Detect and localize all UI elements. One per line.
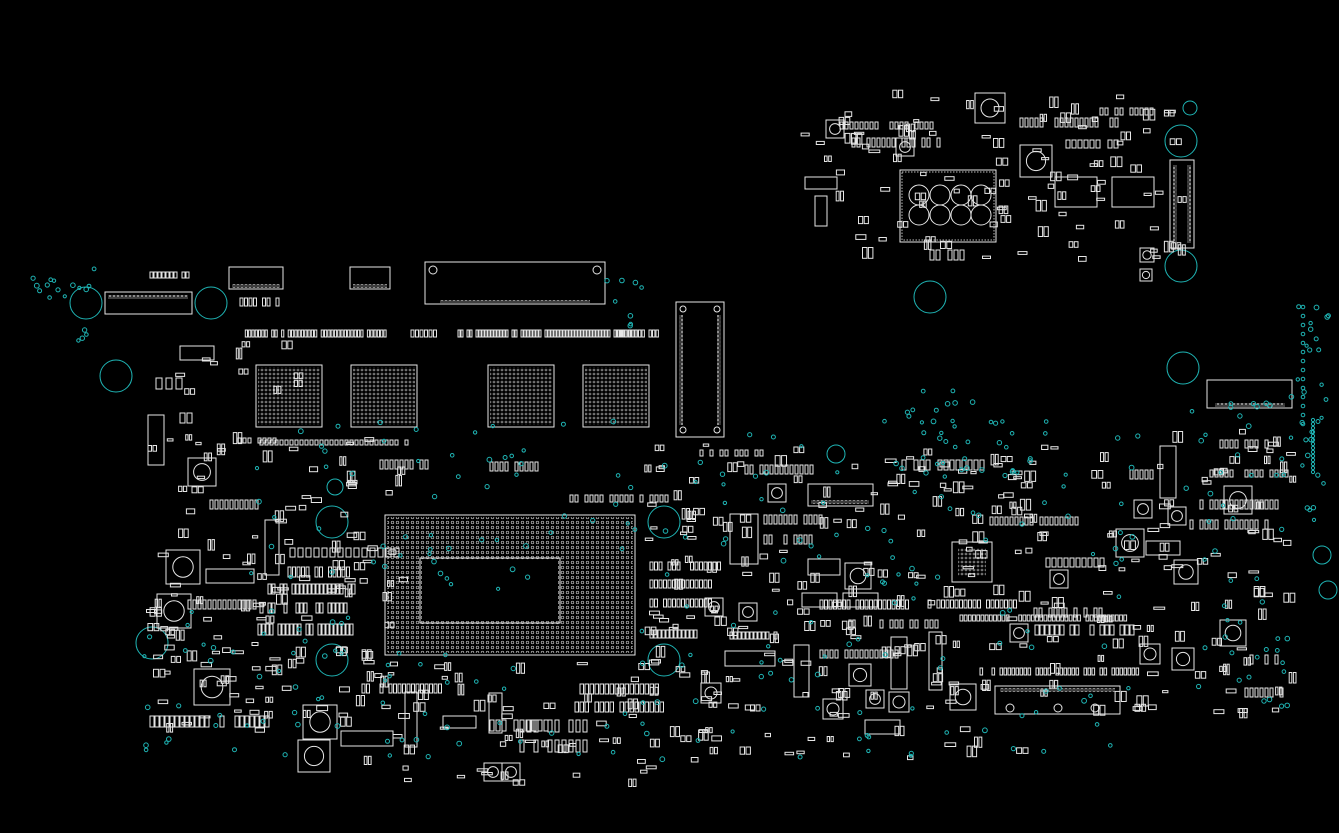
memory-chip-1[interactable] (255, 364, 323, 428)
small-connector-b[interactable] (349, 266, 391, 290)
memory-chip-2[interactable] (350, 364, 418, 428)
square-chip-top-right[interactable] (1054, 176, 1155, 208)
right-connector-top[interactable] (1206, 379, 1293, 409)
bottom-connector-right[interactable] (994, 685, 1121, 715)
top-right-module[interactable] (899, 169, 997, 243)
top-connector-large[interactable] (424, 261, 606, 305)
vertical-connector-top-right[interactable] (1169, 159, 1195, 249)
qfn-chip[interactable] (951, 541, 993, 583)
left-connector[interactable] (104, 291, 193, 315)
small-connector-a[interactable] (228, 266, 284, 290)
cpu-bga-package[interactable] (384, 514, 636, 656)
vias (30, 266, 1331, 763)
vertical-connector-right[interactable] (675, 301, 725, 438)
memory-chip-4[interactable] (582, 364, 650, 428)
inductors (156, 92, 1253, 782)
smd-components (146, 89, 1297, 787)
memory-chip-3[interactable] (487, 364, 555, 428)
mid-connector[interactable] (807, 483, 874, 507)
